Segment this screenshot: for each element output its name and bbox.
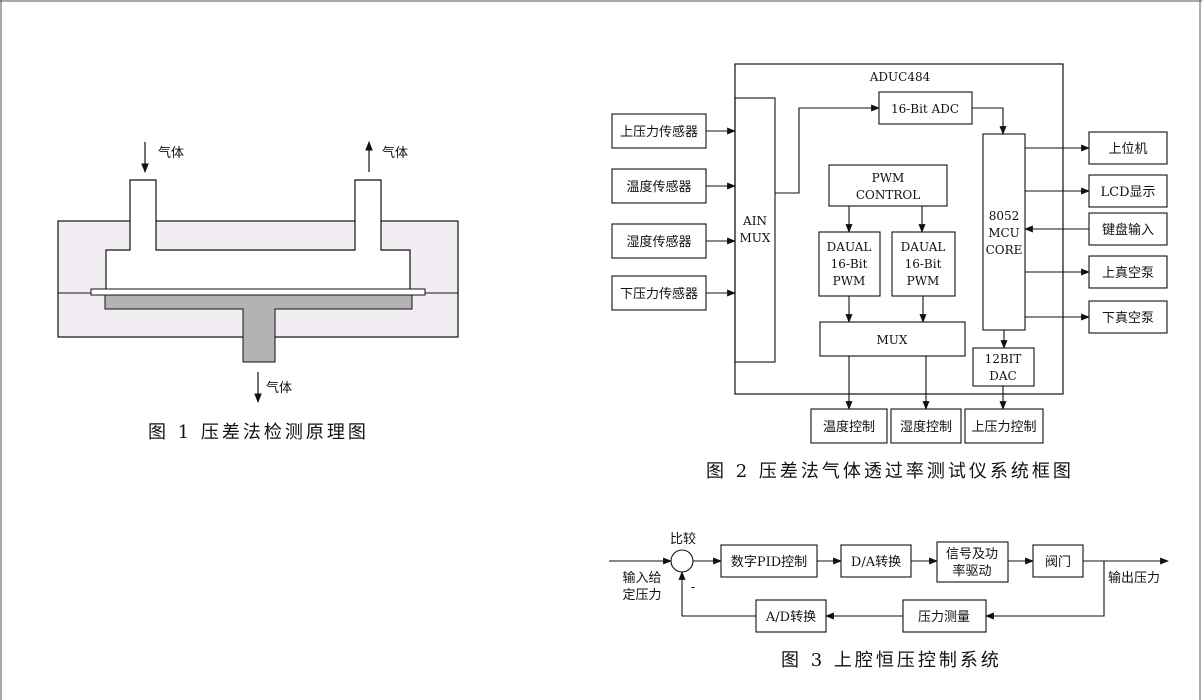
- fig2-output-box: [890, 408, 962, 444]
- fig2-mux-label: MUX: [877, 333, 908, 347]
- fig2-mcu-label-2: MCU: [988, 226, 1020, 240]
- fig3-arrow-to-compare: [678, 571, 756, 617]
- fig3-valve-label: 阀门: [1045, 555, 1071, 570]
- fig2-pwm2-label-1: DAUAL: [901, 240, 946, 254]
- fig1-gas-out-label: 气体: [382, 145, 408, 161]
- fig2-sensor-humidity: 湿度传感器: [626, 234, 691, 250]
- fig2-mux-box: [819, 321, 966, 357]
- fig2-dac-label-2: DAC: [989, 369, 1016, 383]
- fig3-input-label-1: 输入给: [622, 570, 661, 586]
- fig2-chip-label: ADUC484: [869, 70, 931, 84]
- fig2-pwm-control-label-1: PWM: [872, 171, 905, 185]
- fig2-output-temp: 温度控制: [823, 419, 875, 435]
- fig2-io-box: [1088, 212, 1168, 246]
- fig2-io-box: [1088, 174, 1168, 208]
- fig2-output-humidity: 湿度控制: [900, 419, 952, 435]
- fig3-ad-label: A/D转换: [765, 610, 816, 625]
- fig2-output-box: [964, 408, 1044, 444]
- fig2-io-box: [1088, 300, 1168, 334]
- fig2-ain-mux-label-1: AIN: [742, 214, 767, 228]
- fig2-adc-label: 16-Bit ADC: [891, 102, 959, 116]
- fig1-principle-diagram: 气体 气体 气体 图 1 压差法检测原理图: [57, 141, 459, 443]
- fig3-caption: 图 3 上腔恒压控制系统: [781, 650, 1002, 671]
- fig2-pwm2-label-3: PWM: [907, 274, 940, 288]
- fig2-io-host: 上位机: [1108, 142, 1147, 157]
- fig3-output-label: 输出压力: [1108, 570, 1160, 586]
- fig3-pid-label: 数字PID控制: [731, 555, 807, 570]
- fig2-pwm1-label-3: PWM: [833, 274, 866, 288]
- fig1-caption: 图 1 压差法检测原理图: [148, 422, 369, 443]
- fig2-output-box: [810, 408, 888, 444]
- fig2-pwm1-label-1: DAUAL: [827, 240, 872, 254]
- fig2-caption: 图 2 压差法气体透过率测试仪系统框图: [706, 461, 1074, 482]
- fig2-io-keypad: 键盘输入: [1102, 222, 1154, 238]
- fig3-input-label-2: 定压力: [622, 588, 661, 603]
- fig2-io-lcd: LCD显示: [1100, 185, 1155, 200]
- fig2-arrow-mux-to-adc: [775, 104, 880, 194]
- fig2-io-box: [1088, 255, 1168, 289]
- fig2-mcu-label-1: 8052: [989, 209, 1020, 223]
- fig2-io-lower-pump: 下真空泵: [1102, 311, 1154, 326]
- fig3-compare-label: 比较: [670, 532, 696, 547]
- fig2-pwm2-label-2: 16-Bit: [905, 257, 942, 271]
- fig3-da-label: D/A转换: [851, 555, 901, 570]
- fig3-control-loop: 比较 输入给 定压力 - 数字PID控制 D/A转换 信号及功 率驱动 阀门 输…: [609, 532, 1169, 671]
- fig3-summing-junction: [670, 549, 694, 573]
- fig1-lower-chamber: [104, 294, 413, 363]
- fig1-upper-chamber: [105, 179, 411, 291]
- fig2-io-upper-pump: 上真空泵: [1102, 266, 1154, 281]
- fig3-driver-box: [936, 541, 1009, 583]
- fig2-sensor-upper-pressure: 上压力传感器: [620, 124, 698, 140]
- fig2-ain-mux-box: [734, 97, 776, 363]
- fig2-output-pressure: 上压力控制: [971, 420, 1036, 435]
- fig2-sensor-temperature: 温度传感器: [626, 179, 691, 195]
- fig2-pwm-control-label-2: CONTROL: [856, 188, 920, 202]
- fig2-io-box: [1088, 131, 1168, 165]
- fig3-measure-label: 压力测量: [918, 610, 970, 625]
- fig3-driver-label-1: 信号及功: [946, 547, 998, 562]
- fig2-dac-label-1: 12BIT: [985, 352, 1022, 366]
- fig2-pwm1-label-2: 16-Bit: [831, 257, 868, 271]
- fig1-gas-bottom-label: 气体: [266, 380, 292, 396]
- fig1-gas-in-label: 气体: [158, 145, 184, 161]
- fig2-pwm-control-box: [828, 164, 948, 207]
- fig2-sensor-lower-pressure: 下压力传感器: [620, 286, 698, 302]
- fig2-mcu-label-3: CORE: [986, 243, 1023, 257]
- fig2-arrow-adc-to-mcu: [972, 107, 1007, 135]
- fig2-block-diagram: ADUC484 上压力传感器 温度传感器 湿度传感器 下压力传感器 AIN MU…: [611, 63, 1168, 482]
- fig2-ain-mux-label-2: MUX: [740, 231, 771, 245]
- fig1-test-membrane: [90, 288, 426, 296]
- fig3-feedback-to-measure: [985, 561, 1105, 620]
- fig3-driver-label-2: 率驱动: [952, 563, 991, 579]
- fig3-minus-sign: -: [691, 580, 695, 595]
